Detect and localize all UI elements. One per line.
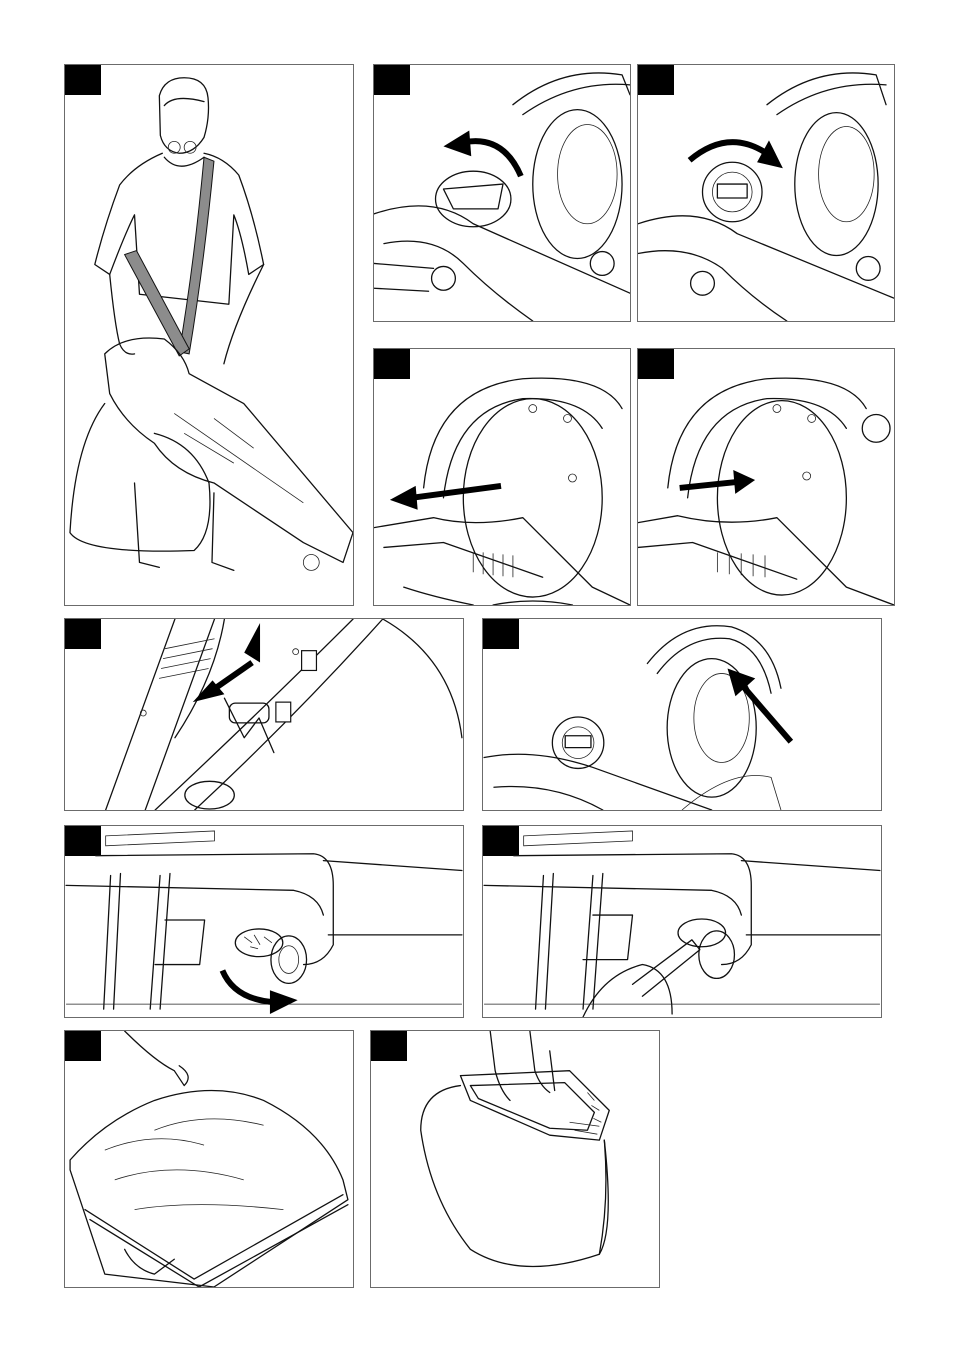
illustration-bag-frame (371, 1031, 659, 1287)
figure-panel-3 (637, 64, 895, 322)
label-box-upper (302, 651, 317, 671)
illustration-handle-arrow (483, 619, 881, 810)
illustration-dial-rotate-left (374, 65, 630, 321)
label-box-lower (276, 702, 291, 722)
illustration-person-blower (65, 65, 353, 605)
figure-panel-2 (373, 64, 631, 322)
illustration-tube-adjust (65, 619, 463, 810)
figure-panel-9 (482, 825, 882, 1018)
illustration-outlet-cap-rotate (65, 826, 463, 1017)
figure-panel-8 (64, 825, 464, 1018)
illustration-slide-right (638, 349, 894, 605)
figure-panel-5 (637, 348, 895, 606)
illustration-outlet-clear (483, 826, 881, 1017)
figure-panel-11 (370, 1030, 660, 1288)
figure-panel-7 (482, 618, 882, 811)
figure-panel-10 (64, 1030, 354, 1288)
figure-panel-4 (373, 348, 631, 606)
illustration-dial-rotate-right (638, 65, 894, 321)
figure-panel-1 (64, 64, 354, 606)
illustration-slide-left (374, 349, 630, 605)
figure-panel-6 (64, 618, 464, 811)
illustration-bag-fitting (65, 1031, 353, 1287)
